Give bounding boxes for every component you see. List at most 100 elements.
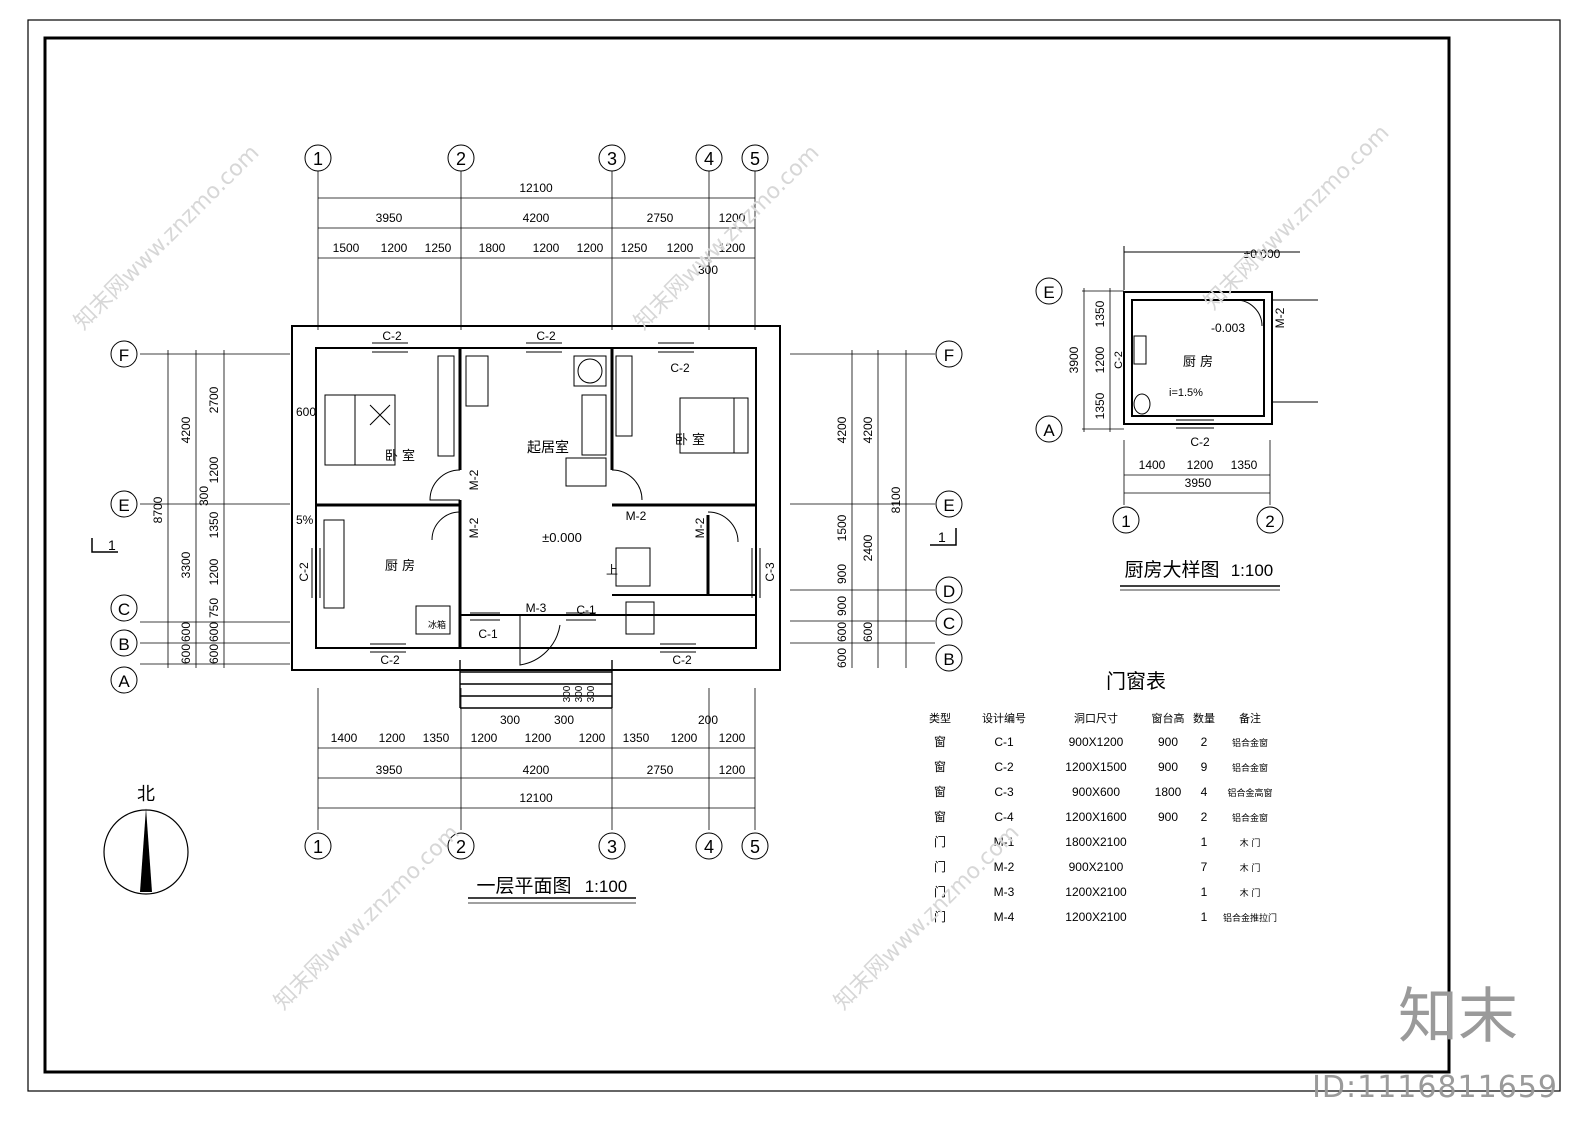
table-cell: 铝合金窗 <box>1232 812 1268 824</box>
table-cell: 2 <box>1201 810 1208 824</box>
axis-label: F <box>119 346 129 365</box>
dim: 1200 <box>719 763 746 777</box>
table-cell: C-2 <box>994 760 1014 774</box>
table-cell: 900 <box>1158 810 1178 824</box>
window-label: C-2 <box>1113 351 1125 369</box>
window-label: C-2 <box>670 361 690 375</box>
table-cell: 900X600 <box>1072 785 1120 799</box>
axis-label: E <box>118 496 129 515</box>
table-cell: 窗 <box>934 760 946 774</box>
dim: 1250 <box>425 241 452 255</box>
dim: 4200 <box>835 416 849 443</box>
dim: 1350 <box>207 511 221 538</box>
table-cell: 木 门 <box>1240 837 1261 849</box>
elevation-mark: ±0.000 <box>1244 247 1281 261</box>
dim: 1400 <box>1139 458 1166 472</box>
detail-title: 厨房大样图 <box>1124 559 1219 581</box>
dim-total: 12100 <box>519 181 553 195</box>
table-cell: C-4 <box>994 810 1014 824</box>
table-title: 门窗表 <box>1106 669 1166 693</box>
elevation-mark: ±0.000 <box>542 530 582 545</box>
table-cell: 1 <box>1201 835 1208 849</box>
dim: 2700 <box>207 386 221 413</box>
dim-note: 300 <box>698 263 718 277</box>
table-cell: 备注 <box>1239 711 1261 725</box>
dim-total: 12100 <box>519 791 553 805</box>
axis-label: 1 <box>313 149 323 169</box>
dim-note: 600 <box>296 405 316 419</box>
table-cell: 铝合金窗 <box>1232 737 1268 749</box>
north-arrow-icon <box>103 808 189 895</box>
room-bedroom-right: 卧 室 <box>675 432 705 448</box>
room-bedroom-left: 卧 室 <box>385 448 415 464</box>
axis-label: 3 <box>607 149 617 169</box>
table-cell: 窗 <box>934 735 946 749</box>
table-cell: 900X1200 <box>1069 735 1124 749</box>
table-cell: 1200X1500 <box>1065 760 1127 774</box>
first-floor-plan <box>91 170 957 830</box>
dim: 1250 <box>621 241 648 255</box>
table-cell: 1800 <box>1155 785 1182 799</box>
dim: 1350 <box>1093 300 1107 327</box>
dim: 4200 <box>523 211 550 225</box>
step-dim: 300 <box>574 685 585 702</box>
dim: 2750 <box>647 763 674 777</box>
dim: 1350 <box>1093 392 1107 419</box>
axis-label: B <box>118 635 129 654</box>
axis-label: 4 <box>704 837 714 857</box>
axis-label: 1 <box>313 837 323 857</box>
table-cell: 窗 <box>934 785 946 799</box>
dim-note: 300 <box>500 713 520 727</box>
table-cell: 1200X2100 <box>1065 885 1127 899</box>
table-cell: 7 <box>1201 860 1208 874</box>
dim: 1200 <box>471 731 498 745</box>
axis-label: E <box>943 496 954 515</box>
table-cell: 木 门 <box>1240 887 1261 899</box>
dim: 4200 <box>523 763 550 777</box>
table-cell: M-2 <box>994 860 1015 874</box>
room-kitchen: 厨 房 <box>385 558 415 574</box>
table-cell: C-3 <box>994 785 1014 799</box>
window-label: C-1 <box>478 627 498 641</box>
window-label: C-2 <box>536 329 556 343</box>
table-cell: 2 <box>1201 735 1208 749</box>
dim: 600 <box>207 644 221 664</box>
watermark-logo: 知末 <box>1398 982 1518 1052</box>
plan-axis-top: 1 2 3 4 5 <box>304 144 769 172</box>
dim: 1200 <box>381 241 408 255</box>
dim: 1200 <box>719 241 746 255</box>
axis-label: A <box>1043 421 1055 440</box>
table-cell: C-1 <box>994 735 1014 749</box>
table-cell: 1 <box>1201 910 1208 924</box>
door-label: M-2 <box>467 469 481 490</box>
plan-axis-left: F E C B A <box>110 340 138 694</box>
plan-dims-right: 8100 4200 2400 600 4200 1500 900 900 600… <box>835 416 903 668</box>
axis-label: C <box>118 600 130 619</box>
dim: 1200 <box>579 731 606 745</box>
axis-label: B <box>943 650 954 669</box>
axis-label: 5 <box>750 837 760 857</box>
dim: 1400 <box>331 731 358 745</box>
axis-label: 2 <box>456 837 466 857</box>
axis-label: C <box>943 614 955 633</box>
window-label: C-2 <box>672 653 692 667</box>
dim: 1200 <box>1187 458 1214 472</box>
step-dim: 300 <box>562 685 573 702</box>
elevation-mark: -0.003 <box>1211 321 1245 335</box>
axis-label: E <box>1043 283 1054 302</box>
dim: 1200 <box>1093 346 1107 373</box>
table-cell: 900X2100 <box>1069 860 1124 874</box>
plan-opening-labels: C-2 C-2 C-2 C-2 C-2 C-2 C-3 C-1 C-1 M-3 … <box>297 329 777 702</box>
room-kitchen: 厨 房 <box>1183 354 1213 370</box>
dim: 1200 <box>671 731 698 745</box>
dim: 3950 <box>376 763 403 777</box>
dim: 1200 <box>719 211 746 225</box>
dim: 600 <box>179 622 193 642</box>
table-cell: 类型 <box>929 711 951 725</box>
slope-note: 5% <box>296 513 314 527</box>
inner-frame <box>43 36 1451 1074</box>
plan-dims-left: 8700 4200 3300 600 600 2700 1200 300 135… <box>108 386 946 664</box>
stair-up: 上 <box>606 563 618 577</box>
dim: 1800 <box>479 241 506 255</box>
